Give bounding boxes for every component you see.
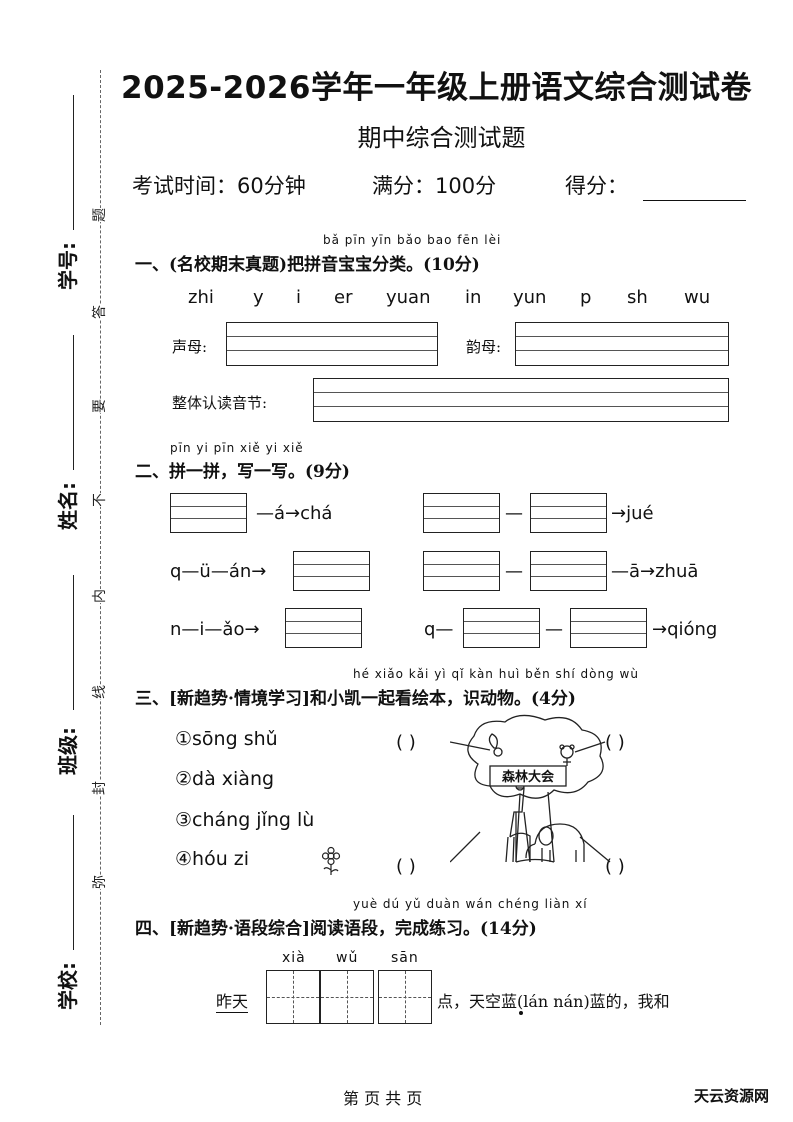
exam-time: 考试时间：60分钟	[132, 174, 306, 198]
q2-r3-right-pre-text: q—	[424, 619, 454, 640]
seal-char: 线	[87, 685, 111, 699]
student-id-fill-line[interactable]	[73, 95, 74, 230]
name-fill-line[interactable]	[73, 335, 74, 470]
name-label: 姓名:	[56, 482, 80, 530]
binding-dashed-line	[100, 70, 101, 1025]
dash: —	[505, 561, 523, 582]
q2-r1-right-text: →jué	[611, 503, 654, 524]
q2-r2-left-text: q—ü—án→	[170, 561, 267, 582]
pinyin-item: zhi	[188, 287, 214, 308]
score-label: 得分：	[565, 174, 628, 198]
q2-r1-left-text: —á→chá	[256, 503, 333, 524]
page-number: 第 页 共 页	[343, 1089, 423, 1108]
dash: —	[545, 619, 563, 640]
finals-answer-box[interactable]	[515, 322, 729, 366]
school-label: 学校:	[56, 962, 80, 1010]
grid-pinyin: sān	[391, 950, 419, 966]
answer-paren[interactable]: ( )	[396, 856, 416, 877]
pinyin-write-box[interactable]	[463, 608, 540, 648]
q3-heading-pinyin: hé xiǎo kǎi yì qǐ kàn huì běn shí dòng w…	[353, 667, 639, 681]
finals-label: 韵母:	[466, 338, 502, 356]
pinyin-item: wu	[684, 287, 711, 308]
q1-heading: 一、(名校期末真题)把拼音宝宝分类。(10分)	[135, 255, 480, 275]
animal-pinyin-item: ①sōng shǔ	[175, 728, 278, 750]
exam-subtitle: 期中综合测试题	[357, 124, 526, 152]
pinyin-write-box[interactable]	[285, 608, 362, 648]
whole-syllable-label: 整体认读音节:	[172, 394, 268, 412]
class-fill-line[interactable]	[73, 575, 74, 710]
pinyin-write-box[interactable]	[293, 551, 370, 591]
character-write-box[interactable]	[266, 970, 320, 1024]
seal-char: 内	[87, 589, 111, 603]
watermark-text: 天云资源网	[694, 1087, 770, 1105]
pinyin-write-box[interactable]	[530, 493, 607, 533]
flower-icon	[321, 846, 341, 875]
seal-char: 不	[87, 493, 111, 507]
grid-pinyin: wǔ	[336, 950, 359, 966]
animal-pinyin-item: ②dà xiàng	[175, 768, 275, 790]
q2-r3-right-text: →qióng	[652, 619, 718, 640]
whole-syllable-answer-box[interactable]	[313, 378, 729, 422]
seal-char: 要	[87, 399, 111, 413]
initials-answer-box[interactable]	[226, 322, 438, 366]
q2-r2-right-text: —ā→zhuā	[611, 561, 699, 582]
pinyin-item: yuan	[386, 287, 431, 308]
animal-pinyin-item: ③cháng jǐng lù	[175, 809, 315, 831]
emphasis-dot	[519, 1011, 523, 1015]
pinyin-item: in	[465, 287, 482, 308]
pinyin-item: p	[580, 287, 592, 308]
animal-pinyin-item: ④hóu zi	[175, 848, 250, 870]
exam-title: 2025-2026学年一年级上册语文综合测试卷	[121, 70, 752, 106]
passage-lead: 昨天	[216, 988, 249, 1013]
answer-paren[interactable]: ( )	[605, 732, 625, 753]
forest-meeting-illustration: 森林大会	[450, 714, 611, 863]
answer-paren[interactable]: ( )	[396, 732, 416, 753]
pinyin-item: er	[334, 287, 353, 308]
school-fill-line[interactable]	[73, 815, 74, 950]
character-write-box[interactable]	[378, 970, 432, 1024]
passage-tail: 点，天空蓝(lán nán)蓝的，我和	[437, 992, 670, 1011]
sign-text: 森林大会	[502, 769, 555, 785]
dash: —	[505, 503, 523, 524]
q3-heading: 三、[新趋势·情境学习]和小凯一起看绘本，识动物。(4分)	[135, 689, 576, 709]
q4-heading: 四、[新趋势·语段综合]阅读语段，完成练习。(14分)	[135, 919, 537, 939]
full-score: 满分：100分	[372, 174, 497, 198]
pinyin-write-box[interactable]	[423, 493, 500, 533]
pinyin-item: yun	[513, 287, 547, 308]
grid-pinyin: xià	[282, 950, 306, 966]
pinyin-item: i	[296, 287, 302, 308]
q2-heading-pinyin: pīn yi pīn xiě yi xiě	[170, 441, 304, 455]
class-label: 班级:	[56, 727, 80, 775]
seal-char: 题	[87, 208, 111, 222]
pinyin-write-box[interactable]	[530, 551, 607, 591]
score-fill-line[interactable]	[643, 200, 746, 201]
pinyin-item: sh	[627, 287, 648, 308]
q2-heading: 二、拼一拼，写一写。(9分)	[135, 462, 350, 482]
seal-char: 封	[87, 781, 111, 795]
pinyin-write-box[interactable]	[170, 493, 247, 533]
student-id-label: 学号:	[56, 242, 80, 290]
q4-heading-pinyin: yuè dú yǔ duàn wán chéng liàn xí	[353, 897, 588, 911]
seal-char: 弥	[87, 875, 111, 889]
initials-label: 声母:	[172, 338, 208, 356]
character-write-box[interactable]	[320, 970, 374, 1024]
seal-char: 答	[87, 305, 111, 319]
pinyin-write-box[interactable]	[423, 551, 500, 591]
q2-r3-left-text: n—i—ǎo→	[170, 619, 260, 640]
pinyin-item: y	[253, 287, 264, 308]
q1-heading-pinyin: bǎ pīn yīn bǎo bao fēn lèi	[323, 233, 502, 247]
pinyin-write-box[interactable]	[570, 608, 647, 648]
